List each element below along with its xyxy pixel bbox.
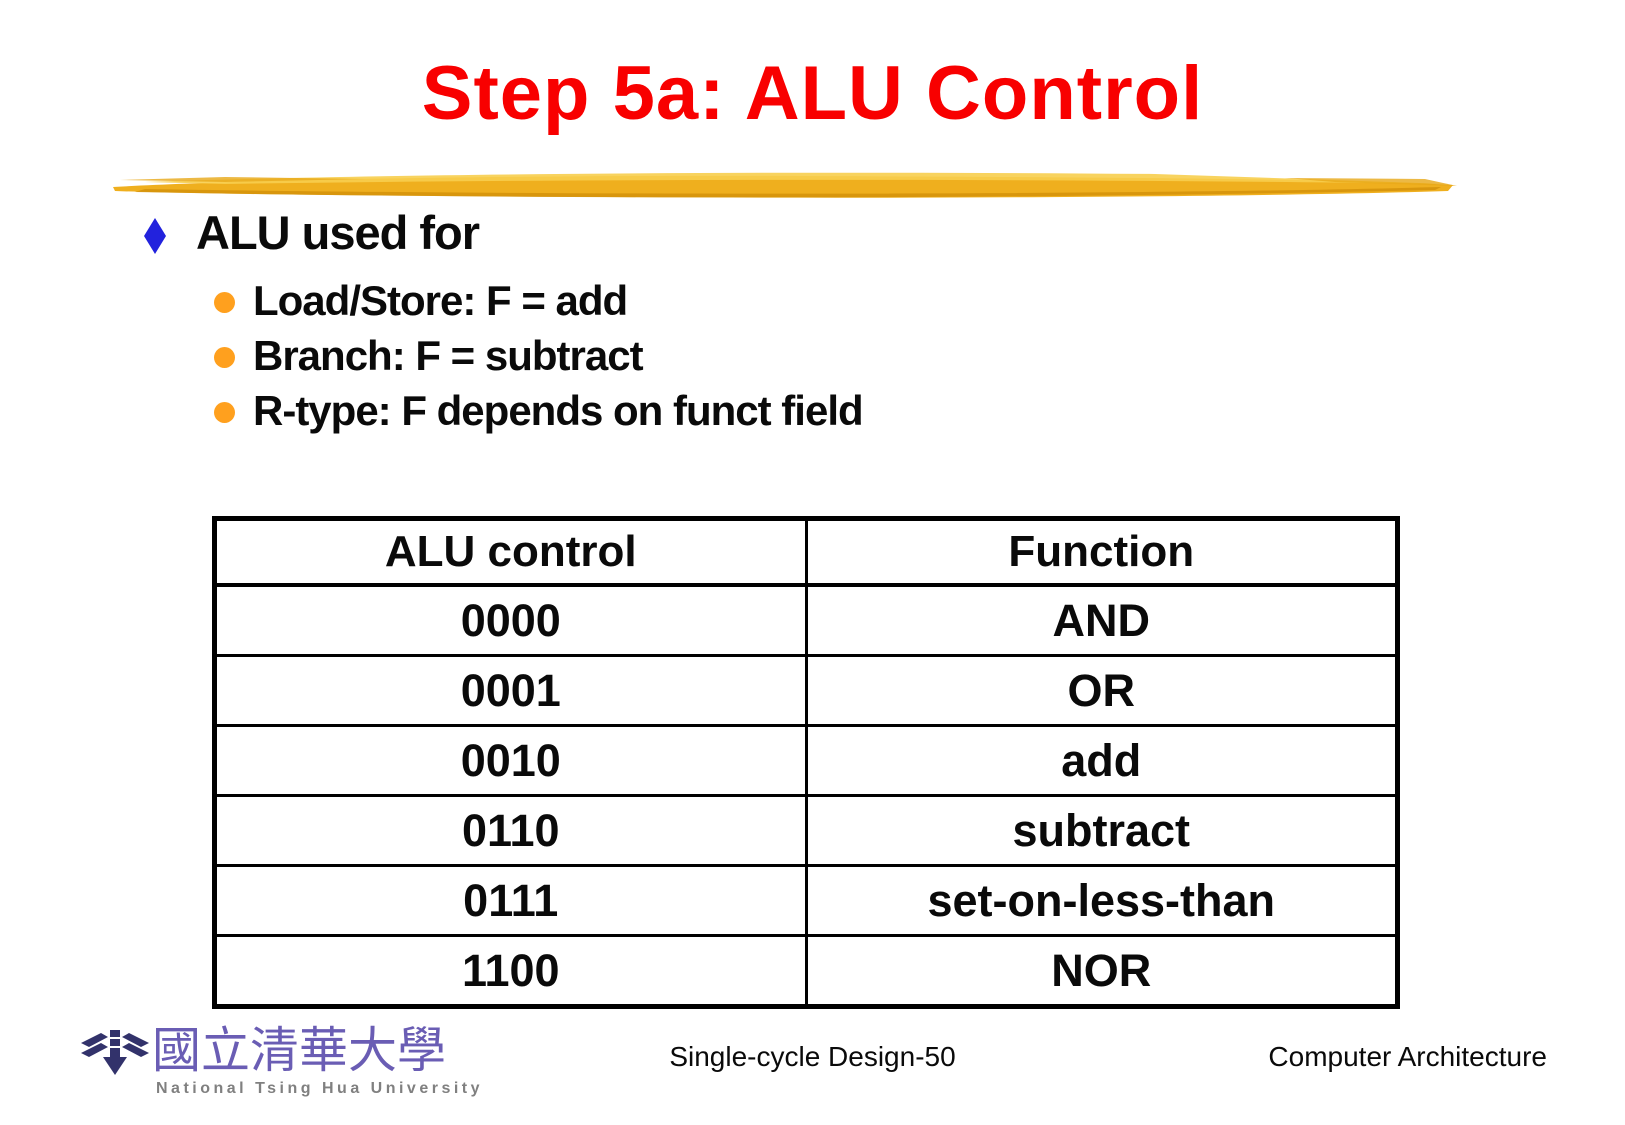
cell-function: add [804, 725, 1398, 797]
table-row: 0000 AND [214, 585, 1398, 657]
cell-alu-control: 1100 [461, 944, 560, 996]
header-alu-control: ALU control [214, 518, 806, 587]
sub-bullet-branch: Branch: F = subtract [253, 332, 644, 379]
orange-bullet-icon [214, 347, 235, 368]
cell-function: AND [804, 585, 1398, 657]
cell-function: set-on-less-than [804, 865, 1398, 937]
cell-alu-control: 0000 [214, 585, 806, 657]
diamond-bullet-icon [144, 218, 166, 254]
cell-alu-control: 0110 [214, 795, 806, 867]
table-row: 0110 subtract [214, 795, 1398, 867]
cell-alu-control: 0111 [214, 865, 806, 937]
table-header-row: ALU control Function [214, 518, 1398, 587]
course-name-label: Computer Architecture [1268, 1041, 1547, 1072]
orange-bullet-icon [214, 402, 235, 423]
table-row: 0010 add [214, 725, 1398, 797]
cell-function: NOR [804, 935, 1398, 1007]
brush-stroke-underline [113, 172, 1457, 198]
university-name-en: National Tsing Hua University [156, 1080, 484, 1097]
cell-function: subtract [804, 795, 1398, 867]
alu-control-table: ALU control Function 0000 AND 0001 OR 00… [212, 516, 1400, 1009]
slide-page-label: Single-cycle Design-50 [669, 1041, 956, 1072]
cell-alu-control: 0010 [214, 725, 806, 797]
cell-function: OR [804, 655, 1398, 727]
table-row: 1100 NOR [215, 935, 1398, 1007]
university-emblem-icon [81, 1030, 149, 1075]
main-bullet-label: ALU used for [196, 206, 480, 259]
sub-bullet-rtype: R-type: F depends on funct field [253, 387, 864, 434]
university-name-cjk: 國立清華大學 [152, 1022, 447, 1079]
table-row: 0111 set-on-less-than [214, 865, 1398, 937]
orange-bullet-icon [214, 292, 235, 313]
header-function: Function [804, 518, 1398, 587]
cell-alu-control: 0001 [214, 655, 806, 727]
table-row: 0001 OR [214, 655, 1398, 727]
slide-title: Step 5a: ALU Control [421, 51, 1204, 136]
sub-bullet-load-store: Load/Store: F = add [253, 277, 628, 324]
